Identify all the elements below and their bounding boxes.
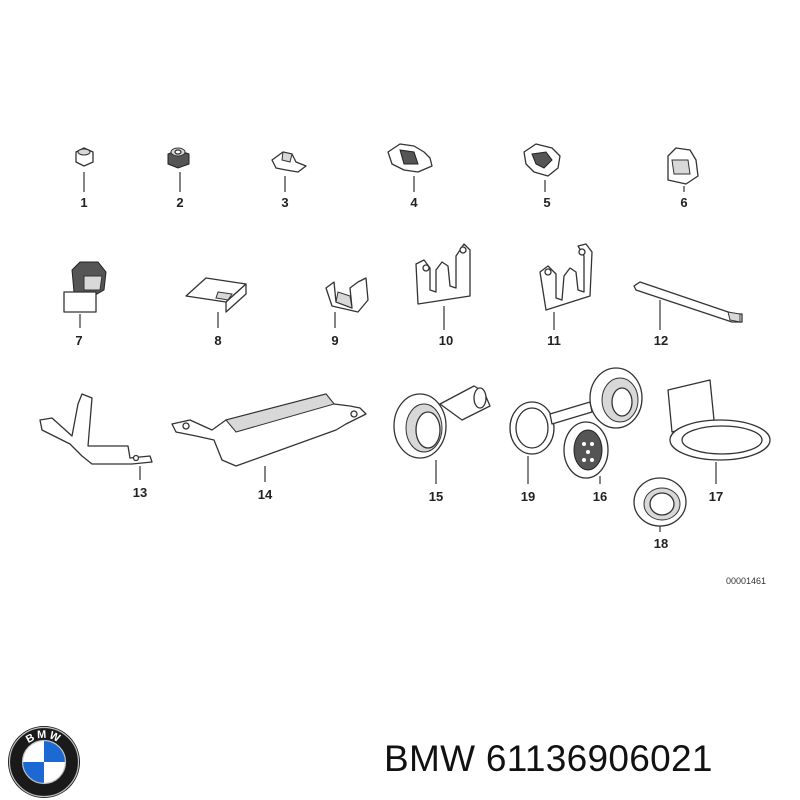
part-15-grommet: 15 — [393, 385, 491, 504]
part-18-lock-ring: 18 — [633, 477, 687, 551]
part-4-cable-clip: 4 — [387, 143, 433, 210]
part-number-6: 6 — [680, 195, 687, 210]
part-number-3: 3 — [281, 195, 288, 210]
part-number-18: 18 — [654, 536, 668, 551]
part-number-19: 19 — [521, 489, 535, 504]
part-number-caption: BMW 61136906021 — [384, 738, 713, 779]
part-number-12: 12 — [654, 333, 668, 348]
part-number-1: 1 — [80, 195, 87, 210]
part-number-13: 13 — [133, 485, 147, 500]
part-number-15: 15 — [429, 489, 443, 504]
part-number-8: 8 — [214, 333, 221, 348]
part-5-plug-clip: 5 — [523, 143, 561, 210]
part-7-holder: 7 — [63, 261, 107, 348]
part-8-plate-bracket: 8 — [185, 277, 247, 348]
part-number-9: 9 — [331, 333, 338, 348]
part-number-2: 2 — [176, 195, 183, 210]
reference-code: 00001461 — [726, 576, 766, 586]
part-2-nut: 2 — [167, 147, 190, 210]
part-14-long-bracket: 14 — [171, 393, 367, 502]
bmw-logo: BMW — [8, 726, 80, 798]
part-6-bracket-clip: 6 — [667, 147, 699, 210]
part-13-bent-bracket: 13 — [39, 393, 153, 500]
part-9-u-bracket: 9 — [325, 277, 369, 348]
part-11-comb-plate: 11 — [539, 243, 593, 348]
part-3-clip: 3 — [271, 151, 307, 210]
svg-text:BMW: BMW — [24, 729, 64, 746]
part-number-10: 10 — [439, 333, 453, 348]
part-number-4: 4 — [410, 195, 418, 210]
part-10-comb-plate: 10 — [415, 243, 471, 348]
part-number-16: 16 — [593, 489, 607, 504]
part-19-seal-ring: 19 — [509, 401, 593, 504]
part-number-11: 11 — [547, 333, 561, 348]
part-number-17: 17 — [709, 489, 723, 504]
part-17-holder-loop: 17 — [667, 379, 771, 504]
part-number-14: 14 — [258, 487, 273, 502]
part-12-cable-tie: 12 — [633, 281, 743, 348]
part-16-connector: 16 — [563, 367, 643, 504]
part-number-7: 7 — [75, 333, 82, 348]
part-number-5: 5 — [543, 195, 550, 210]
logo-letters: BMW — [24, 729, 62, 746]
part-1-nut: 1 — [75, 147, 94, 210]
